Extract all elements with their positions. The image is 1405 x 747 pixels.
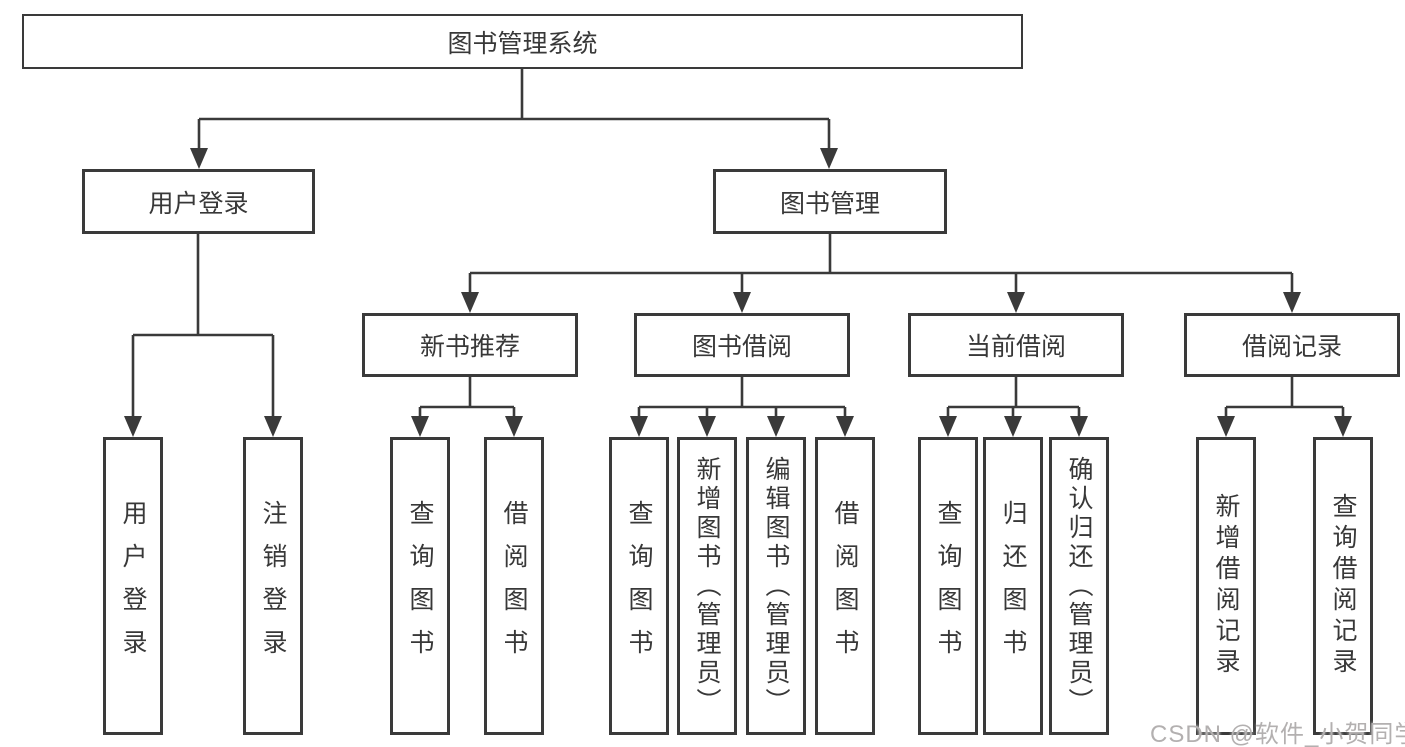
node-new-book-recommend: 新书推荐	[362, 313, 578, 377]
leaf-label: 借阅图书	[831, 500, 859, 672]
leaf-return-books: 归还图书	[983, 437, 1043, 735]
node-current-borrowing: 当前借阅	[908, 313, 1124, 377]
node-borrowing-records: 借阅记录	[1184, 313, 1400, 377]
leaf-edit-books-admin: 编辑图书（管理员）	[746, 437, 806, 735]
leaf-confirm-return-admin: 确认归还（管理员）	[1049, 437, 1109, 735]
leaf-label: 编辑图书（管理员）	[762, 455, 790, 717]
leaf-borrow-books: 借阅图书	[815, 437, 875, 735]
arrowheads	[124, 148, 1352, 437]
leaf-user-login: 用户登录	[103, 437, 163, 735]
leaf-query-books-borrowing: 查询图书	[609, 437, 669, 735]
leaf-label: 查询图书	[934, 500, 962, 672]
node-label: 图书借阅	[691, 333, 792, 361]
leaf-label: 确认归还（管理员）	[1065, 455, 1093, 717]
node-label: 图书管理系统	[447, 29, 598, 58]
node-book-borrowing: 图书借阅	[634, 313, 850, 377]
node-label: 新书推荐	[419, 333, 520, 361]
leaf-label: 用户登录	[119, 500, 147, 672]
node-label: 图书管理	[779, 189, 880, 218]
leaf-add-borrow-record: 新增借阅记录	[1196, 437, 1256, 735]
node-label: 用户登录	[148, 189, 249, 218]
node-user-login: 用户登录	[82, 169, 315, 234]
leaf-label: 借阅图书	[500, 500, 528, 672]
leaf-label: 查询图书	[406, 500, 434, 672]
connector-strokes	[131, 69, 1345, 419]
csdn-watermark: CSDN @软件_小贺同学	[1150, 721, 1405, 747]
leaf-query-borrow-record: 查询借阅记录	[1313, 437, 1373, 735]
leaf-query-books-recommend: 查询图书	[390, 437, 450, 735]
leaf-add-books-admin: 新增图书（管理员）	[677, 437, 737, 735]
node-label: 当前借阅	[965, 333, 1066, 361]
leaf-label: 查询借阅记录	[1329, 493, 1357, 679]
node-label: 借阅记录	[1241, 333, 1342, 361]
leaf-label: 查询图书	[625, 500, 653, 672]
leaf-borrow-books-recommend: 借阅图书	[484, 437, 544, 735]
leaf-query-books-current: 查询图书	[918, 437, 978, 735]
leaf-label: 归还图书	[999, 500, 1027, 672]
leaf-logout: 注销登录	[243, 437, 303, 735]
leaf-label: 新增借阅记录	[1212, 493, 1240, 679]
leaf-label: 新增图书（管理员）	[693, 455, 721, 717]
leaf-label: 注销登录	[259, 500, 287, 672]
node-book-management: 图书管理	[713, 169, 947, 234]
node-root-library-system: 图书管理系统	[22, 14, 1023, 69]
